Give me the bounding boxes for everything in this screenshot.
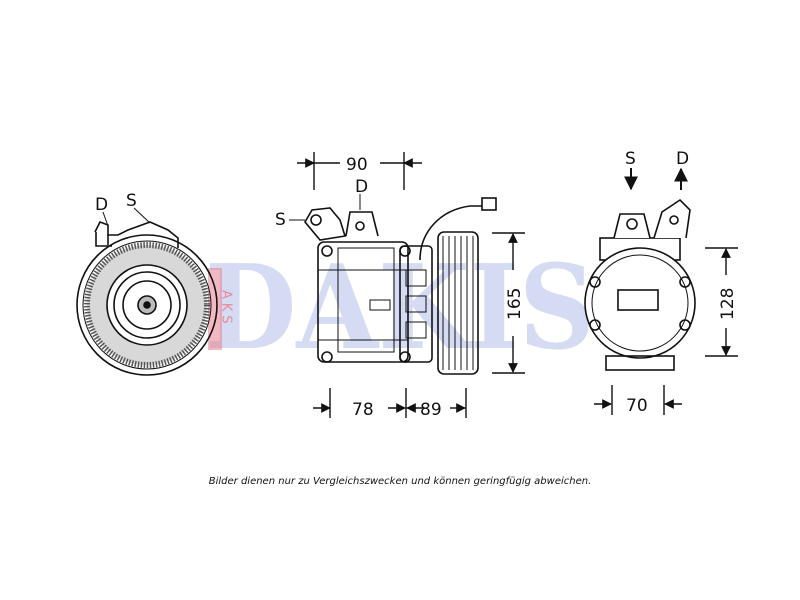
compressor-side-view [289,194,497,375]
dimension-label-70: 70 [626,396,648,416]
dimension-78-89 [313,388,467,418]
flow-arrows [624,167,688,191]
pulley-front-view [76,207,218,376]
dimension-label-165: 165 [505,288,525,320]
right-label-s: S [625,149,636,169]
disclaimer-text: Bilder dienen nur zu Vergleichszwecken u… [208,476,592,487]
dimension-label-90: 90 [346,155,368,175]
watermark-red-bar [208,268,222,350]
middle-label-d: D [355,177,368,197]
dimension-128 [705,247,738,357]
dimension-label-89: 89 [420,400,442,420]
compressor-rear-view [584,198,696,371]
dimension-70 [594,385,682,415]
right-label-d: D [676,149,689,169]
left-label-d: D [95,195,108,215]
watermark-side-text: AKS [219,290,234,328]
middle-label-s: S [275,210,286,230]
dimension-label-128: 128 [718,288,738,320]
dimension-90 [297,152,422,190]
dimension-label-78: 78 [352,400,374,420]
dimension-165 [492,232,525,374]
left-label-s: S [126,191,137,211]
